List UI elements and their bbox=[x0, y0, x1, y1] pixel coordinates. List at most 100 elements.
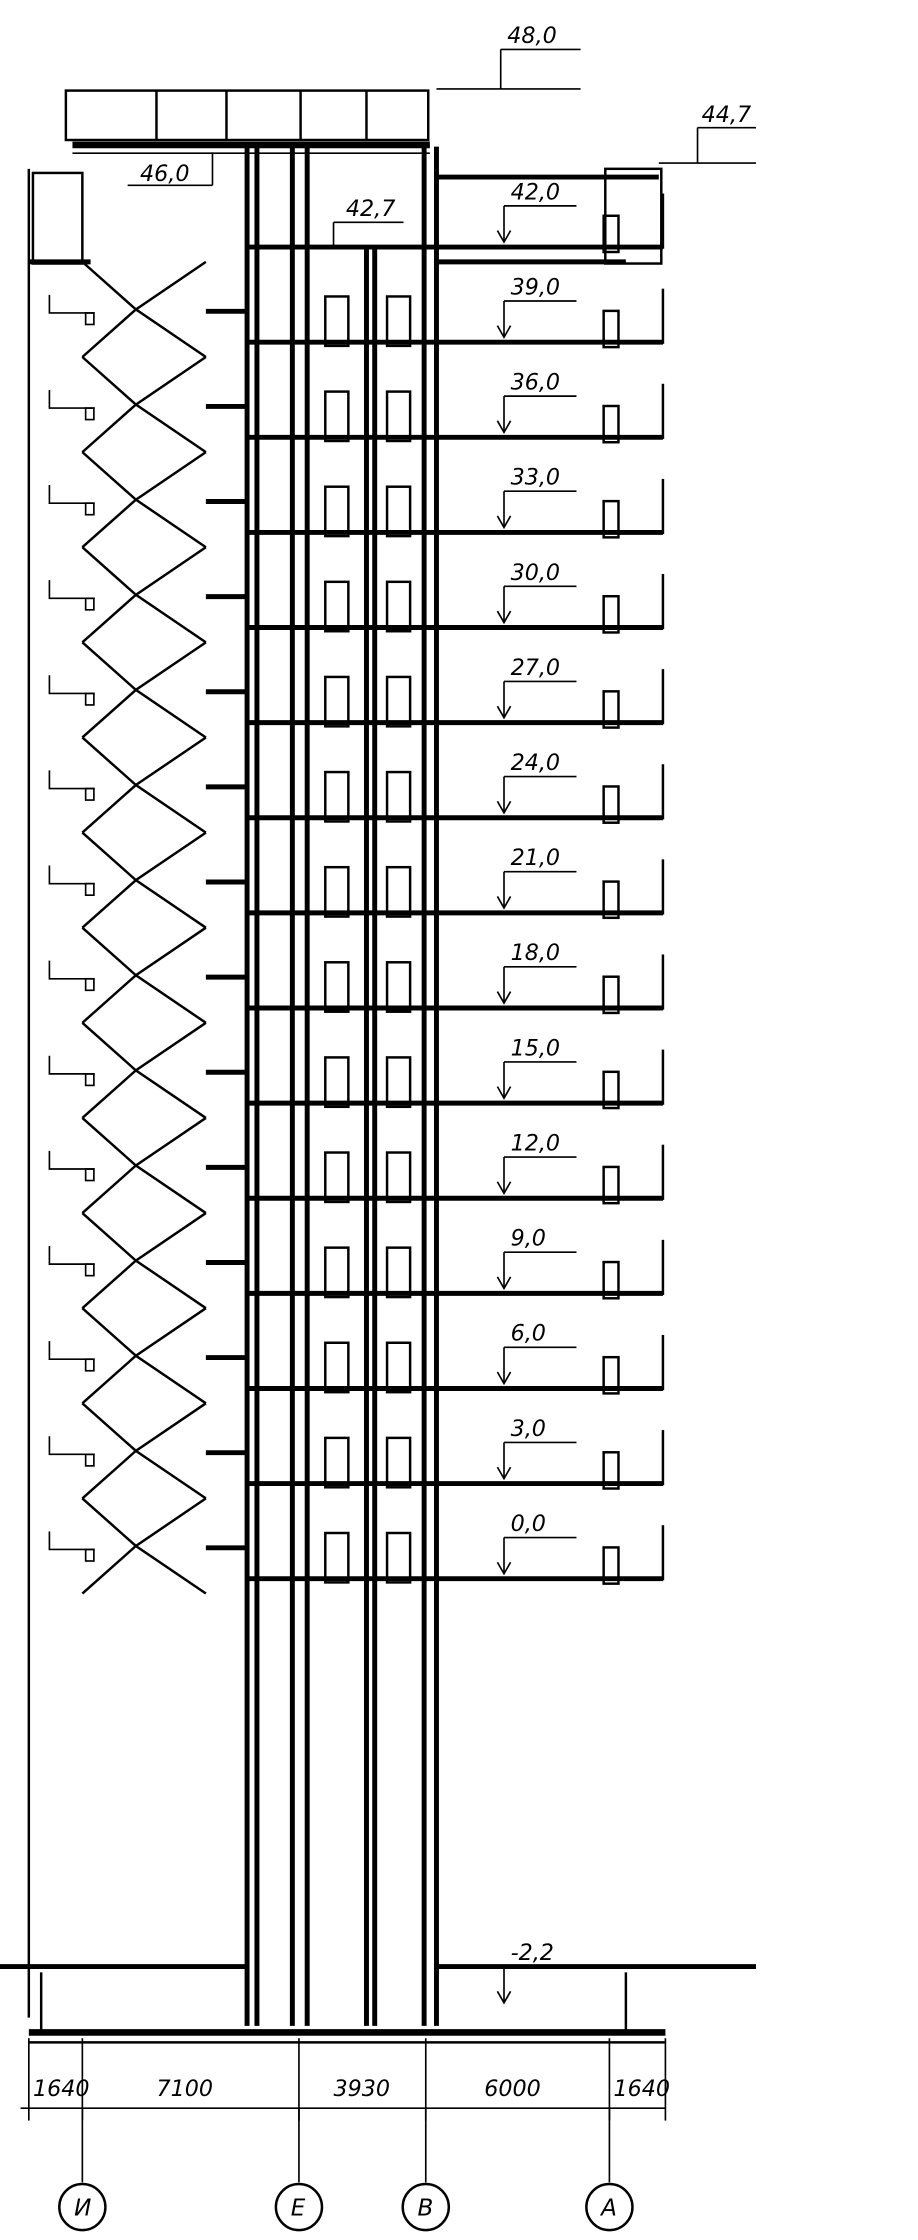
stair-flight bbox=[81, 1402, 207, 1500]
elevation-label-floor-21: 21,0 bbox=[511, 845, 560, 871]
elevation-mark-floor-9: 9,0 bbox=[496, 1226, 577, 1291]
shaft-door-right bbox=[385, 1436, 412, 1489]
elevation-mark-floor-24: 24,0 bbox=[496, 750, 577, 815]
dimension-span-1: 1640 bbox=[33, 2076, 90, 2102]
stair-flight bbox=[81, 641, 207, 739]
window-sill-block bbox=[84, 1358, 95, 1372]
dimension-span-2: 7100 bbox=[156, 2076, 213, 2102]
window-sill-block bbox=[84, 882, 95, 897]
elevation-label-parapet-right: 44,7 bbox=[702, 102, 751, 128]
balcony-post-floor-24 bbox=[602, 785, 620, 824]
window-sill bbox=[48, 770, 95, 790]
balcony-post-floor-30 bbox=[602, 595, 620, 634]
window-sill-block bbox=[84, 502, 95, 516]
elevation-mark-machine-room-floor: 46,0 bbox=[127, 152, 214, 187]
stair-flight bbox=[81, 1212, 207, 1310]
window-sill-block bbox=[84, 312, 95, 326]
shaft-door-left bbox=[324, 675, 350, 728]
window-sill bbox=[48, 1436, 95, 1456]
balcony-post-floor-36 bbox=[602, 404, 620, 444]
stair-flight bbox=[81, 831, 207, 929]
window-sill-block bbox=[84, 597, 95, 611]
window-sill bbox=[48, 1246, 95, 1265]
elevation-mark-floor-6: 6,0 bbox=[496, 1321, 577, 1386]
elevation-label-floor-24: 24,0 bbox=[511, 750, 560, 776]
axis-label-axis-a: А bbox=[599, 2195, 617, 2221]
window-sill bbox=[48, 580, 95, 600]
stair-flight bbox=[81, 926, 207, 1024]
shaft-door-right bbox=[385, 295, 412, 348]
elevation-mark-parapet-right: 44,7 bbox=[658, 102, 757, 164]
balcony-post-floor-18 bbox=[602, 975, 620, 1015]
elevation-label-floor-42: 42,0 bbox=[511, 179, 560, 205]
window-sill bbox=[48, 485, 95, 505]
elevation-label-machine-room-floor: 46,0 bbox=[140, 161, 189, 187]
window-sill bbox=[48, 1531, 95, 1551]
window-sill bbox=[48, 1055, 95, 1075]
stair-flight bbox=[81, 1497, 207, 1595]
window-sill bbox=[48, 675, 95, 695]
shaft-door-left bbox=[324, 485, 350, 538]
balcony-post-floor-6 bbox=[602, 1355, 620, 1395]
drawing-scale-group: 48,0 44,7 46,0 42,7 42,039,036,033,030,0… bbox=[0, 23, 757, 2232]
window-sill bbox=[48, 294, 95, 314]
window-sill-block bbox=[84, 407, 95, 421]
shaft-door-left bbox=[324, 865, 350, 918]
stair-flight bbox=[81, 451, 207, 549]
shaft-door-left bbox=[324, 1056, 350, 1109]
stair-flight bbox=[81, 831, 207, 929]
shaft-door-left bbox=[324, 580, 350, 633]
elevation-label-roof-top: 48,0 bbox=[507, 23, 556, 49]
dimension-span-5: 1640 bbox=[614, 2076, 671, 2102]
shaft-door-left bbox=[324, 1341, 350, 1394]
shaft-door-right bbox=[385, 1341, 412, 1394]
elevation-label-floor-39: 39,0 bbox=[511, 274, 560, 300]
stair-flight bbox=[81, 260, 207, 359]
elevation-label-floor-0: 0,0 bbox=[511, 1511, 546, 1537]
balcony-post-floor-42 bbox=[602, 214, 620, 254]
shaft-door-left bbox=[324, 1436, 350, 1489]
window-sill-block bbox=[84, 1453, 95, 1467]
stair-flights bbox=[48, 260, 248, 1595]
stair-flight bbox=[81, 1021, 207, 1119]
elevation-mark-floor-39: 39,0 bbox=[496, 274, 577, 339]
stair-flight bbox=[81, 1307, 207, 1405]
lift-shaft-openings bbox=[324, 295, 412, 1584]
stair-flight bbox=[81, 736, 207, 834]
stair-flight bbox=[81, 260, 207, 358]
stair-flight bbox=[81, 926, 207, 1024]
shaft-door-left bbox=[324, 1531, 350, 1584]
window-sill-block bbox=[84, 977, 95, 992]
shaft-door-left bbox=[324, 295, 350, 348]
dimension-span-4: 6000 bbox=[484, 2076, 541, 2102]
stair-flight bbox=[81, 1116, 207, 1214]
window-sill bbox=[48, 865, 95, 885]
balcony-post-floor-15 bbox=[602, 1070, 620, 1110]
elevation-mark-floor-30: 30,0 bbox=[496, 560, 577, 625]
floor-slabs bbox=[247, 193, 665, 1585]
stair-flight bbox=[81, 1021, 207, 1119]
dimension-line: 1640 7100 3930 6000 1640 bbox=[20, 2038, 671, 2121]
window-sill bbox=[48, 1150, 95, 1170]
shaft-door-right bbox=[385, 770, 412, 823]
elevation-label-floor-27: 27,0 bbox=[511, 655, 560, 681]
shaft-door-right bbox=[385, 390, 412, 443]
window-sill bbox=[48, 960, 95, 980]
elevation-label-core-top: 42,7 bbox=[346, 196, 395, 222]
balcony-post-floor-0 bbox=[602, 1546, 620, 1585]
axis-label-axis-i: И bbox=[74, 2195, 91, 2221]
shaft-door-right bbox=[385, 1056, 412, 1109]
window-sill-block bbox=[84, 787, 95, 801]
elevation-mark-core-top: 42,7 bbox=[332, 196, 404, 248]
shaft-door-right bbox=[385, 1151, 412, 1204]
shaft-door-right bbox=[385, 580, 412, 633]
elevation-label-floor-30: 30,0 bbox=[511, 560, 560, 586]
stair-flight bbox=[81, 1212, 207, 1310]
shaft-door-left bbox=[324, 390, 350, 443]
elevation-mark-floor-36: 36,0 bbox=[496, 370, 577, 435]
shaft-door-right bbox=[385, 865, 412, 918]
shaft-door-left bbox=[324, 961, 350, 1013]
elevation-mark-roof-top: 48,0 bbox=[436, 23, 581, 90]
shaft-door-left bbox=[324, 770, 350, 823]
balcony-post-floor-27 bbox=[602, 690, 620, 729]
